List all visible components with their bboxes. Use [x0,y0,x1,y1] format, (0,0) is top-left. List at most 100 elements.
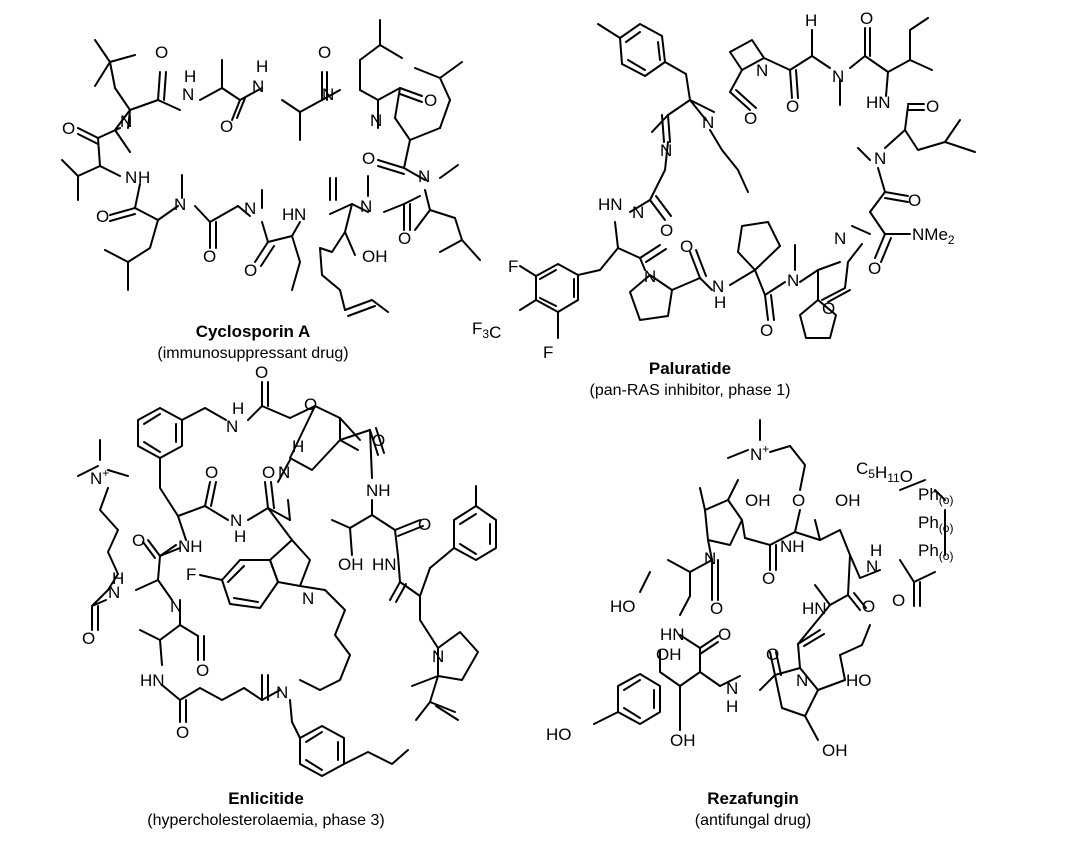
svg-text:Ph(o): Ph(o) [918,485,953,507]
molecule-description: (immunosuppressant drug) [157,345,349,362]
cyclosporin-structure [61,19,481,317]
svg-text:C5H11O: C5H11O [856,459,913,486]
molecule-description: (pan-RAS inhibitor, phase 1) [589,382,791,399]
svg-text:H: H [138,168,150,187]
svg-text:O: O [96,207,109,226]
molecule-name: Rezafungin [707,789,799,808]
svg-text:O: O [82,629,95,648]
svg-text:N: N [834,229,846,248]
svg-text:O: O [205,463,218,482]
svg-text:N: N [108,583,120,602]
svg-text:OH: OH [835,491,861,510]
caption-enlicitide: Enlicitide (hypercholesterolaemia, phase… [86,788,446,832]
svg-text:HN: HN [372,555,397,574]
svg-text:H: H [805,11,817,30]
svg-text:Ph(o): Ph(o) [918,513,953,535]
svg-text:N: N [704,549,716,568]
svg-text:N: N [276,683,288,702]
svg-text:F: F [186,565,196,584]
svg-text:O: O [710,599,723,618]
svg-text:O: O [155,43,168,62]
svg-text:NH: NH [178,537,203,556]
svg-text:N+: N+ [750,442,769,464]
svg-text:H: H [292,437,304,456]
svg-text:O: O [255,363,268,382]
svg-text:O: O [718,625,731,644]
svg-text:N: N [226,417,238,436]
svg-text:O: O [862,597,875,616]
svg-text:O: O [220,117,233,136]
rezafungin-atom-labels: N+ O OH OH C5H11O Ph(o) Ph(o) Ph(o) N NH… [546,442,953,760]
svg-text:N: N [182,85,194,104]
svg-text:O: O [786,97,799,116]
svg-text:O: O [424,91,437,110]
svg-text:O: O [792,491,805,510]
svg-text:O: O [868,259,881,278]
enlicitide-atom-labels: N+ O O H N O N H NH O N H O NH F N OH HN… [82,363,444,742]
svg-text:OH: OH [670,731,696,750]
svg-text:HO: HO [846,671,872,690]
svg-text:N: N [125,168,137,187]
svg-text:H: H [184,67,196,86]
svg-text:OH: OH [338,555,364,574]
svg-text:O: O [418,515,431,534]
svg-text:N: N [370,111,382,130]
svg-text:O: O [860,9,873,28]
svg-text:O: O [760,321,773,340]
svg-text:H: H [112,569,124,588]
svg-text:F: F [543,343,553,362]
svg-text:O: O [926,97,939,116]
svg-text:H: H [234,527,246,546]
svg-text:F3C: F3C [472,319,501,342]
svg-text:O: O [908,191,921,210]
svg-text:N: N [660,141,672,160]
svg-text:N+: N+ [90,466,109,488]
svg-text:N: N [230,511,242,530]
svg-text:H: H [256,57,268,76]
svg-text:O: O [660,221,673,240]
svg-text:O: O [362,149,375,168]
svg-text:H: H [870,541,882,560]
caption-paluratide: Paluratide (pan-RAS inhibitor, phase 1) [510,358,870,402]
svg-text:O: O [398,229,411,248]
molecule-name: Cyclosporin A [195,322,311,341]
svg-text:HN: HN [802,599,827,618]
svg-text:N: N [120,112,132,131]
svg-text:Ph(o): Ph(o) [918,541,953,563]
molecule-description: (hypercholesterolaemia, phase 3) [147,812,385,829]
svg-text:O: O [196,661,209,680]
svg-text:N: N [418,167,430,186]
svg-text:HO: HO [610,597,636,616]
svg-text:NMe2: NMe2 [912,225,955,247]
caption-rezafungin: Rezafungin (antifungal drug) [573,788,933,832]
svg-text:H: H [714,293,726,312]
svg-text:O: O [318,43,331,62]
svg-text:OH: OH [362,247,388,266]
svg-text:N: N [170,597,182,616]
svg-text:O: O [680,237,693,256]
svg-text:O: O [176,723,189,742]
svg-text:N: N [322,85,334,104]
svg-text:HN: HN [660,625,685,644]
svg-text:O: O [892,591,905,610]
svg-text:F: F [508,257,518,276]
svg-text:O: O [822,299,835,318]
svg-text:O: O [372,431,385,450]
svg-text:N: N [832,67,844,86]
molecule-description: (antifungal drug) [694,812,812,829]
svg-text:O: O [244,261,257,280]
svg-text:O: O [762,569,775,588]
molecule-name: Paluratide [648,359,732,378]
svg-text:O: O [62,119,75,138]
paluratide-structure [519,17,976,339]
svg-text:N: N [866,557,878,576]
svg-text:N: N [302,589,314,608]
svg-text:HO: HO [546,725,572,744]
svg-text:N: N [278,463,290,482]
svg-text:O: O [203,247,216,266]
svg-text:N: N [294,205,306,224]
svg-text:O: O [132,531,145,550]
svg-text:NH: NH [366,481,391,500]
svg-text:N: N [244,199,256,218]
